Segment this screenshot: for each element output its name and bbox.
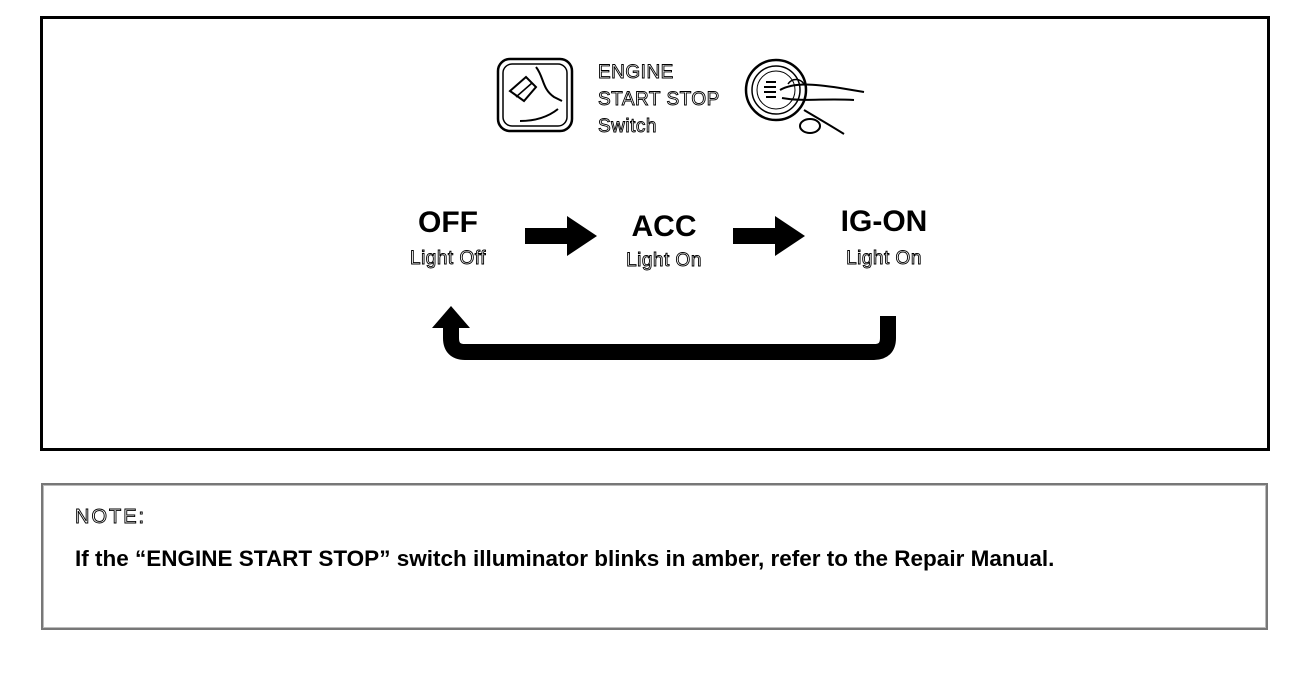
state-light: Light On [846,248,922,270]
arrow-acc-to-ig-on [733,216,805,256]
arrow-ig-on-to-off [432,306,896,360]
state-name: OFF [418,206,478,239]
state-off: OFF Light Off [388,206,508,270]
note-label: NOTE: [75,506,147,529]
legend-line-3: Switch [598,116,657,138]
hand-pressing-button-icon [496,57,574,133]
legend-line-2: START STOP [598,89,720,111]
diagram-frame [40,16,1270,451]
note-text: If the “ENGINE START STOP” switch illumi… [75,546,1055,571]
state-light: Light On [626,250,702,272]
engine-start-stop-button-icon [744,58,865,135]
note-box [41,483,1268,630]
state-name: IG-ON [840,205,928,238]
state-name: ACC [631,210,697,243]
state-light: Light Off [410,248,486,270]
arrow-off-to-acc [525,216,597,256]
state-ig-on: IG-ON Light On [814,205,954,270]
legend-line-1: ENGINE [598,62,674,84]
state-acc: ACC Light On [604,210,724,272]
legend-label: ENGINE START STOP Switch [598,59,720,140]
